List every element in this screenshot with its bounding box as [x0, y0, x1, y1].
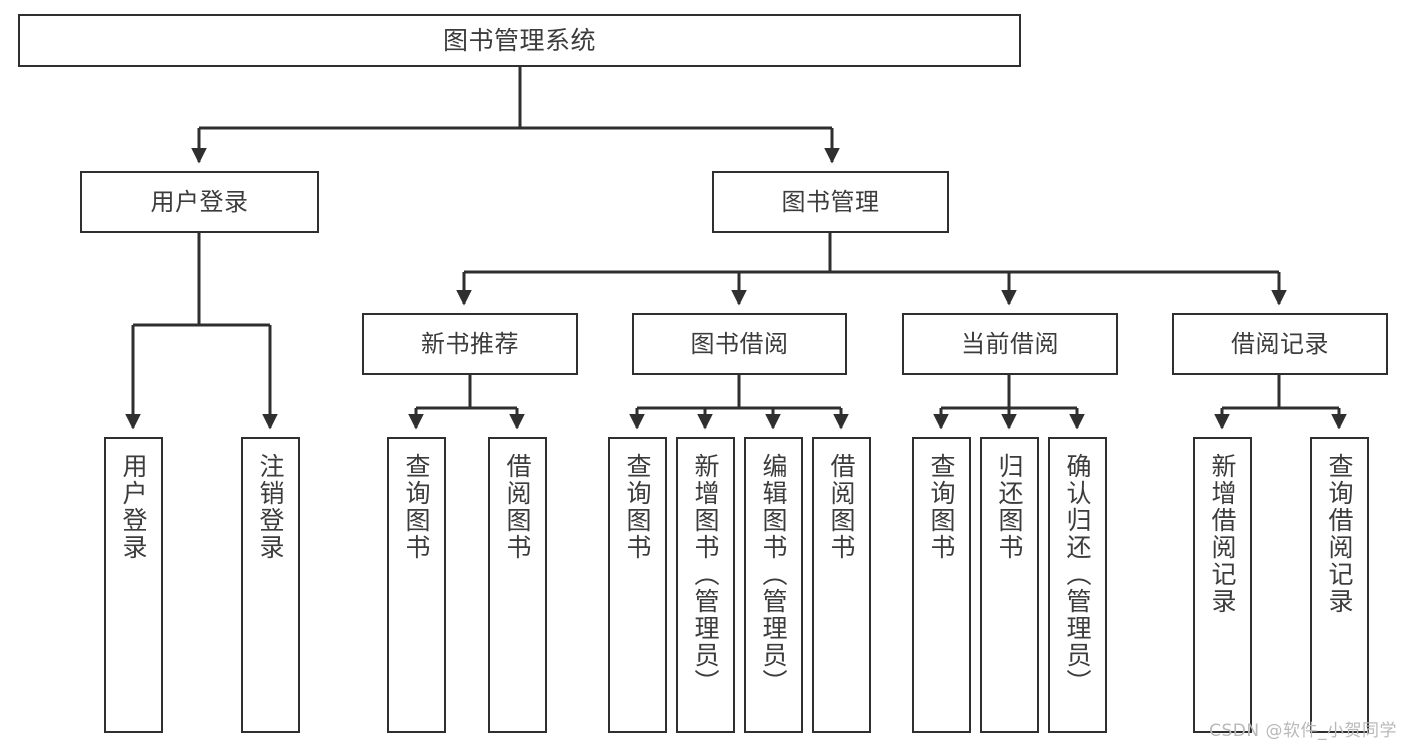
node-label: 图书管理 [781, 187, 880, 216]
node-label: 查询图书 [402, 453, 431, 561]
leaf-borrow-record-add-record[interactable]: 新增借阅记录 [1193, 437, 1252, 733]
leaf-book-borrow-query-book[interactable]: 查询图书 [608, 437, 667, 733]
leaf-new-book-borrow-book[interactable]: 借阅图书 [488, 437, 547, 733]
leaf-user-login-logout[interactable]: 注销登录 [241, 437, 300, 733]
node-book-borrow[interactable]: 图书借阅 [632, 313, 847, 375]
csdn-watermark: CSDN @软件_小贺同学 [1209, 721, 1397, 741]
node-label: 查询图书 [927, 453, 956, 561]
node-label: 借阅记录 [1231, 329, 1329, 358]
node-label: 新书推荐 [421, 329, 519, 358]
leaf-user-login-login[interactable]: 用户登录 [104, 437, 163, 733]
leaf-book-borrow-borrow-book[interactable]: 借阅图书 [812, 437, 871, 733]
node-label: 图书管理系统 [442, 25, 596, 55]
leaf-new-book-query-book[interactable]: 查询图书 [387, 437, 446, 733]
node-new-book-recommend[interactable]: 新书推荐 [362, 313, 578, 375]
leaf-current-borrow-return-book[interactable]: 归还图书 [980, 437, 1039, 733]
node-label: 归还图书 [995, 453, 1024, 561]
node-label: 新增借阅记录 [1208, 453, 1237, 615]
node-user-login[interactable]: 用户登录 [80, 171, 319, 233]
node-label: 确认归还（管理员） [1063, 453, 1092, 696]
node-label: 查询图书 [623, 453, 652, 561]
node-label: 新增图书（管理员） [691, 453, 720, 696]
node-label: 当前借阅 [961, 329, 1059, 358]
leaf-current-borrow-query-book[interactable]: 查询图书 [912, 437, 971, 733]
leaf-book-borrow-edit-book-admin[interactable]: 编辑图书（管理员） [744, 437, 803, 733]
node-current-borrow[interactable]: 当前借阅 [902, 313, 1118, 375]
leaf-current-borrow-confirm-return-admin[interactable]: 确认归还（管理员） [1048, 437, 1107, 733]
node-root-book-management-system[interactable]: 图书管理系统 [18, 14, 1021, 67]
leaf-book-borrow-add-book-admin[interactable]: 新增图书（管理员） [676, 437, 735, 733]
node-borrow-record[interactable]: 借阅记录 [1172, 313, 1388, 375]
node-label: 注销登录 [256, 453, 285, 561]
node-label: 用户登录 [150, 187, 249, 216]
node-label: 用户登录 [119, 453, 148, 561]
node-label: 借阅图书 [503, 453, 532, 561]
leaf-borrow-record-query-record[interactable]: 查询借阅记录 [1310, 437, 1369, 733]
node-label: 图书借阅 [690, 329, 789, 358]
node-label: 查询借阅记录 [1325, 453, 1354, 615]
node-book-management[interactable]: 图书管理 [712, 171, 949, 233]
node-label: 借阅图书 [827, 453, 856, 561]
node-label: 编辑图书（管理员） [759, 453, 788, 696]
